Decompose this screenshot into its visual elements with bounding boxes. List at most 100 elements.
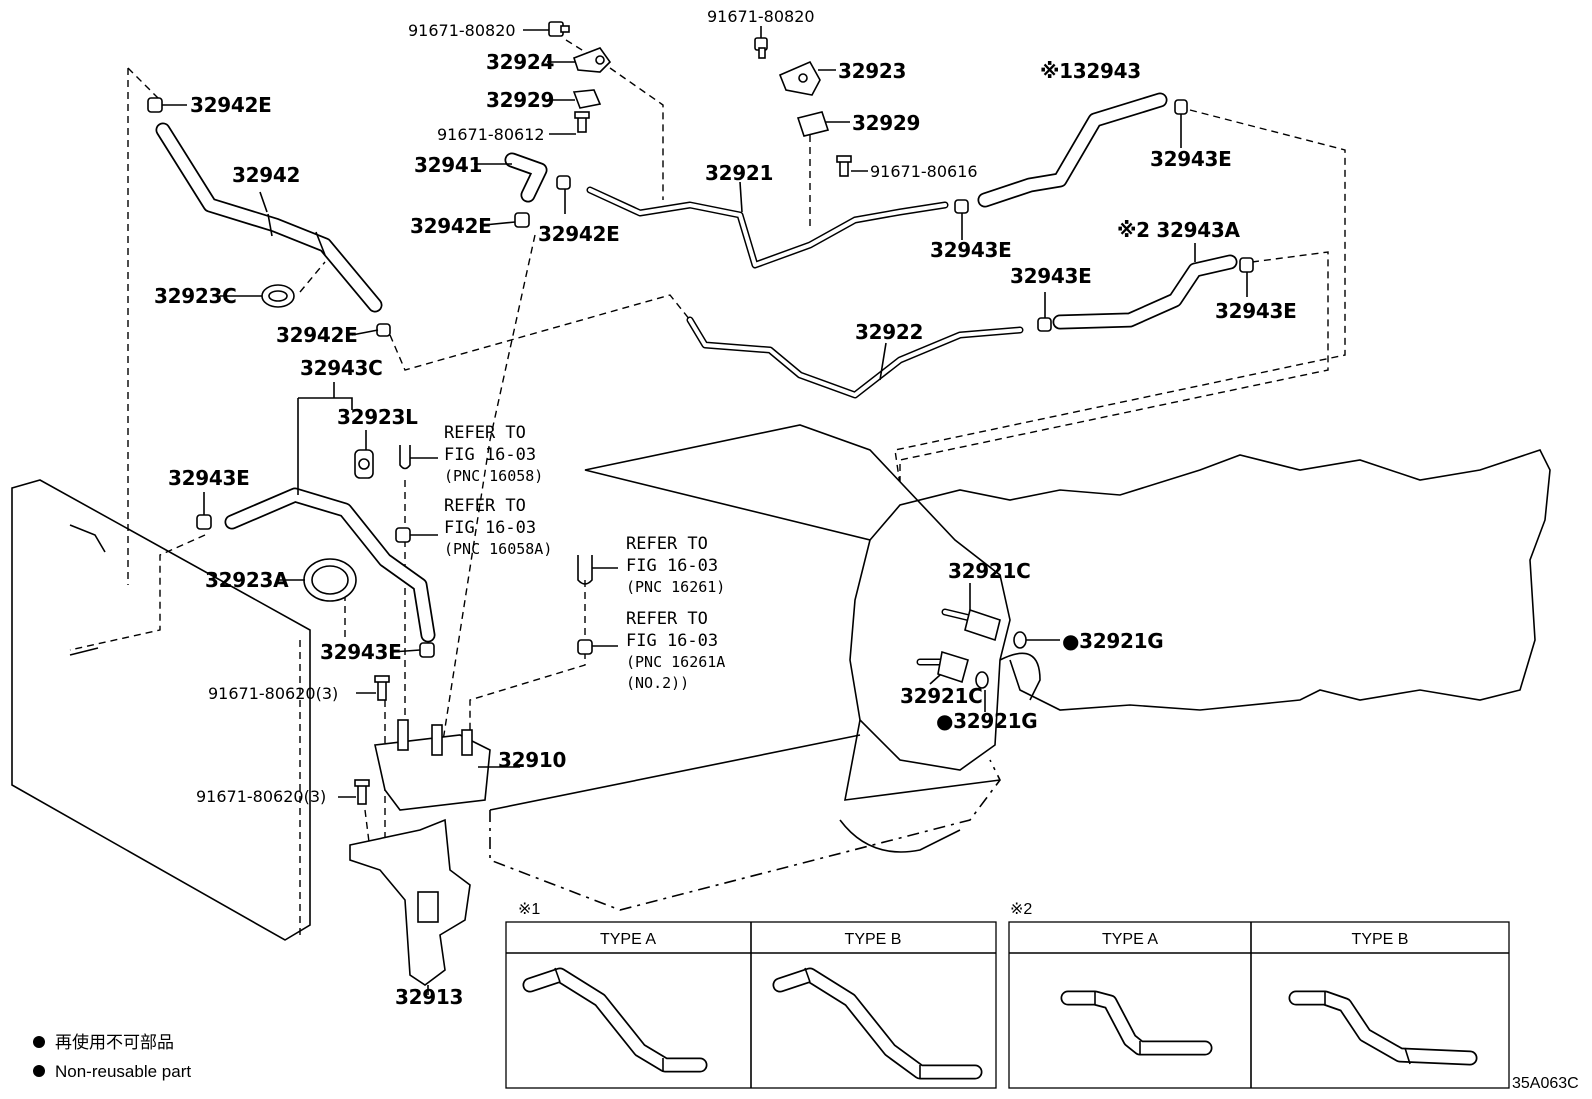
variant-group2-type-b: TYPE B [1352, 931, 1409, 948]
label-91671-80620-b[interactable]: 91671-80620(3) [196, 787, 326, 806]
label-32942E-b[interactable]: 32942E [538, 222, 620, 246]
hose-32941 [504, 152, 548, 203]
refer-note-3[interactable]: REFER TO FIG 16-03 (PNC 16261) [626, 534, 725, 596]
clamp-32943E-r3 [1037, 317, 1052, 332]
refer-note-2[interactable]: REFER TO FIG 16-03 (PNC 16058A) [444, 496, 552, 558]
label-32922[interactable]: 32922 [855, 320, 923, 344]
label-32942[interactable]: 32942 [232, 163, 300, 187]
label-32913[interactable]: 32913 [395, 985, 463, 1009]
hose-32943 [977, 92, 1168, 208]
variant-group2-type-a-hose [1060, 990, 1213, 1056]
label-91671-80820-a[interactable]: 91671-80820 [408, 21, 516, 40]
label-32943E-low[interactable]: 32943E [320, 640, 402, 664]
refer-note-3-line2: FIG 16-03 [626, 556, 718, 576]
clamp-32943E-r2 [954, 199, 969, 214]
variant-group2-mark: ※2 [1010, 901, 1032, 918]
label-32929-a[interactable]: 32929 [486, 88, 554, 112]
clamp-32943E-r4 [1239, 257, 1254, 273]
label-32929-b[interactable]: 32929 [852, 111, 920, 135]
variant-table-group2: ※2 TYPE A TYPE B [1008, 901, 1510, 1089]
label-91671-80620-a[interactable]: 91671-80620(3) [208, 684, 338, 703]
radiator-panel [11, 479, 311, 941]
legend-bullet-jp [33, 1036, 45, 1048]
clamp-32942E-b [556, 175, 571, 190]
gasket-32921G-b [975, 671, 989, 689]
hose-32942 [155, 122, 383, 313]
label-32942E-a[interactable]: 32942E [410, 214, 492, 238]
clamp-32942E-top [147, 97, 163, 113]
variant-group1-type-b-hose [772, 967, 983, 1080]
diagram-code: 35A063C [1512, 1075, 1579, 1092]
legend: 再使用不可部品 Non-reusable part [33, 1032, 191, 1081]
refer-note-1-line3: (PNC 16058) [444, 467, 543, 485]
ref-clamp-symbol-2 [395, 527, 411, 543]
label-32943E-r1[interactable]: 32943E [1150, 147, 1232, 171]
part-labels: 32942E 32942 32923C 32942E 32943C 32923L… [154, 7, 1297, 1009]
legend-jp: 再使用不可部品 [55, 1032, 174, 1052]
variant-group1-type-b: TYPE B [845, 931, 902, 948]
ref-hose-symbol-1 [399, 445, 411, 470]
label-32921[interactable]: 32921 [705, 161, 773, 185]
label-32943E-r3[interactable]: 32943E [1010, 264, 1092, 288]
label-32942E-top[interactable]: 32942E [190, 93, 272, 117]
label-32943[interactable]: ※132943 [1040, 59, 1141, 83]
label-32923C[interactable]: 32923C [154, 284, 237, 308]
bolt-91671-80620-b [354, 779, 370, 805]
refer-note-1[interactable]: REFER TO FIG 16-03 (PNC 16058) [444, 423, 543, 485]
refer-note-1-line2: FIG 16-03 [444, 445, 536, 465]
label-32943E-r2[interactable]: 32943E [930, 238, 1012, 262]
label-32910[interactable]: 32910 [498, 748, 566, 772]
refer-note-4[interactable]: REFER TO FIG 16-03 (PNC 16261A (NO.2)) [626, 609, 725, 692]
bolt-91671-80820-b [754, 37, 768, 59]
refer-note-2-line2: FIG 16-03 [444, 518, 536, 538]
bracket-32929-b [796, 111, 830, 137]
pipe-32921 [586, 186, 949, 269]
label-91671-80612[interactable]: 91671-80612 [437, 125, 545, 144]
hose-32943C [224, 487, 436, 643]
label-32942E-mid[interactable]: 32942E [276, 323, 358, 347]
ref-hose-symbol-3 [577, 555, 593, 585]
refer-note-4-line1: REFER TO [626, 609, 708, 629]
clip-32923L [354, 449, 374, 479]
label-32943C[interactable]: 32943C [300, 356, 383, 380]
clamp-32942E-mid [376, 323, 391, 337]
refer-note-1-line1: REFER TO [444, 423, 526, 443]
bracket-32924 [572, 47, 612, 73]
variant-group2-type-a: TYPE A [1102, 931, 1158, 948]
label-32921G-a[interactable]: ●32921G [1062, 629, 1164, 653]
label-32924[interactable]: 32924 [486, 50, 554, 74]
bolt-91671-80620-a [374, 675, 390, 701]
label-32921C-b[interactable]: 32921C [900, 684, 983, 708]
variant-group1-type-a-hose [522, 967, 708, 1073]
variant-group1-mark: ※1 [518, 901, 540, 918]
bracket-32913 [349, 818, 471, 986]
clamp-32923A [303, 558, 357, 602]
label-32943A[interactable]: ※2 32943A [1117, 218, 1241, 242]
bolt-91671-80612 [574, 111, 590, 133]
label-32923A[interactable]: 32923A [205, 568, 289, 592]
label-32921C-a[interactable]: 32921C [948, 559, 1031, 583]
gasket-32921G-a [1013, 631, 1027, 649]
legend-bullet-en [33, 1065, 45, 1077]
label-32943E-left[interactable]: 32943E [168, 466, 250, 490]
transaxle-outline [489, 424, 1551, 911]
label-32921G-b[interactable]: ●32921G [936, 709, 1038, 733]
label-91671-80616[interactable]: 91671-80616 [870, 162, 978, 181]
clamp-32943E-r1 [1174, 99, 1188, 115]
refer-note-3-line1: REFER TO [626, 534, 708, 554]
bolt-91671-80616 [836, 155, 852, 177]
label-32941[interactable]: 32941 [414, 153, 482, 177]
label-32943E-r4[interactable]: 32943E [1215, 299, 1297, 323]
label-32923L[interactable]: 32923L [337, 405, 418, 429]
variant-group1-type-a: TYPE A [600, 931, 656, 948]
refer-note-4-line2: FIG 16-03 [626, 631, 718, 651]
refer-note-4-line4: (NO.2)) [626, 674, 689, 692]
label-32923[interactable]: 32923 [838, 59, 906, 83]
clamp-32943E-low [419, 642, 435, 658]
union-32921C-a [941, 608, 1001, 642]
oil-cooler-32910 [374, 719, 491, 811]
refer-note-4-line3: (PNC 16261A [626, 653, 725, 671]
label-91671-80820-b[interactable]: 91671-80820 [707, 7, 815, 26]
